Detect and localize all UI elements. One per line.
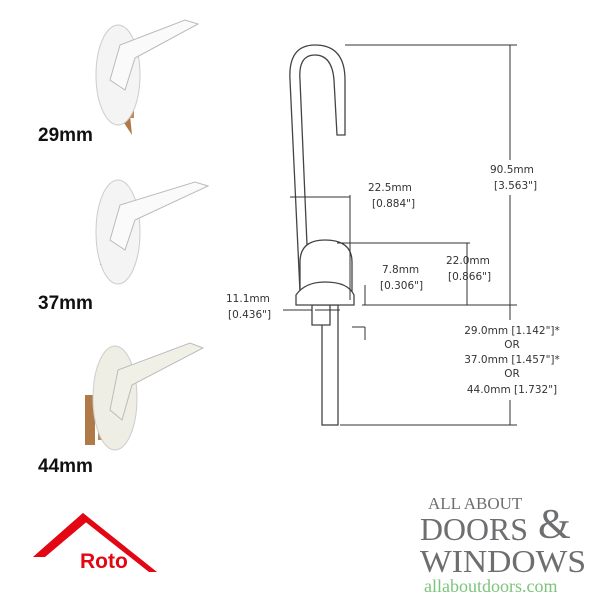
handle-photo-37mm bbox=[95, 179, 210, 285]
store-logo: ALL ABOUT DOORS & WINDOWS allaboutdoors.… bbox=[420, 494, 586, 596]
spindle-or: OR bbox=[504, 339, 520, 351]
spindle-length-44: 44.0mm [1.732"] bbox=[467, 384, 557, 396]
dim-11-1-mm: 11.1mm bbox=[226, 293, 270, 305]
spindle-length-29: 29.0mm [1.142"]* bbox=[464, 325, 560, 337]
dim-22-0-mm: 22.0mm bbox=[446, 255, 490, 267]
roto-logo: Roto bbox=[33, 513, 157, 573]
handle-photo-44mm bbox=[85, 342, 205, 451]
spindle-length-37: 37.0mm [1.457"]* bbox=[464, 354, 560, 366]
dim-22-0-in: [0.866"] bbox=[448, 271, 491, 283]
dim-11-1-in: [0.436"] bbox=[228, 309, 271, 321]
variant-label-37mm: 37mm bbox=[38, 293, 93, 314]
roto-logo-text: Roto bbox=[80, 550, 128, 573]
spindle-or: OR bbox=[504, 368, 520, 380]
dim-7-8-mm: 7.8mm bbox=[382, 264, 419, 276]
dim-90-5-mm: 90.5mm bbox=[490, 164, 534, 176]
dimension-lines bbox=[283, 44, 517, 426]
store-logo-line3: WINDOWS bbox=[420, 543, 586, 579]
handle-drawing bbox=[289, 44, 355, 426]
handle-photo-29mm bbox=[95, 19, 200, 135]
dim-90-5-in: [3.563"] bbox=[494, 180, 537, 192]
dim-22-5-mm: 22.5mm bbox=[368, 182, 412, 194]
store-logo-line2: DOORS bbox=[420, 511, 528, 547]
store-logo-url: allaboutdoors.com bbox=[424, 576, 557, 596]
store-logo-line1: ALL ABOUT bbox=[428, 494, 523, 513]
variant-label-44mm: 44mm bbox=[38, 456, 93, 477]
dim-7-8-in: [0.306"] bbox=[380, 280, 423, 292]
variant-label-29mm: 29mm bbox=[38, 125, 93, 146]
dim-22-5-in: [0.884"] bbox=[372, 198, 415, 210]
store-logo-amp: & bbox=[538, 502, 571, 548]
